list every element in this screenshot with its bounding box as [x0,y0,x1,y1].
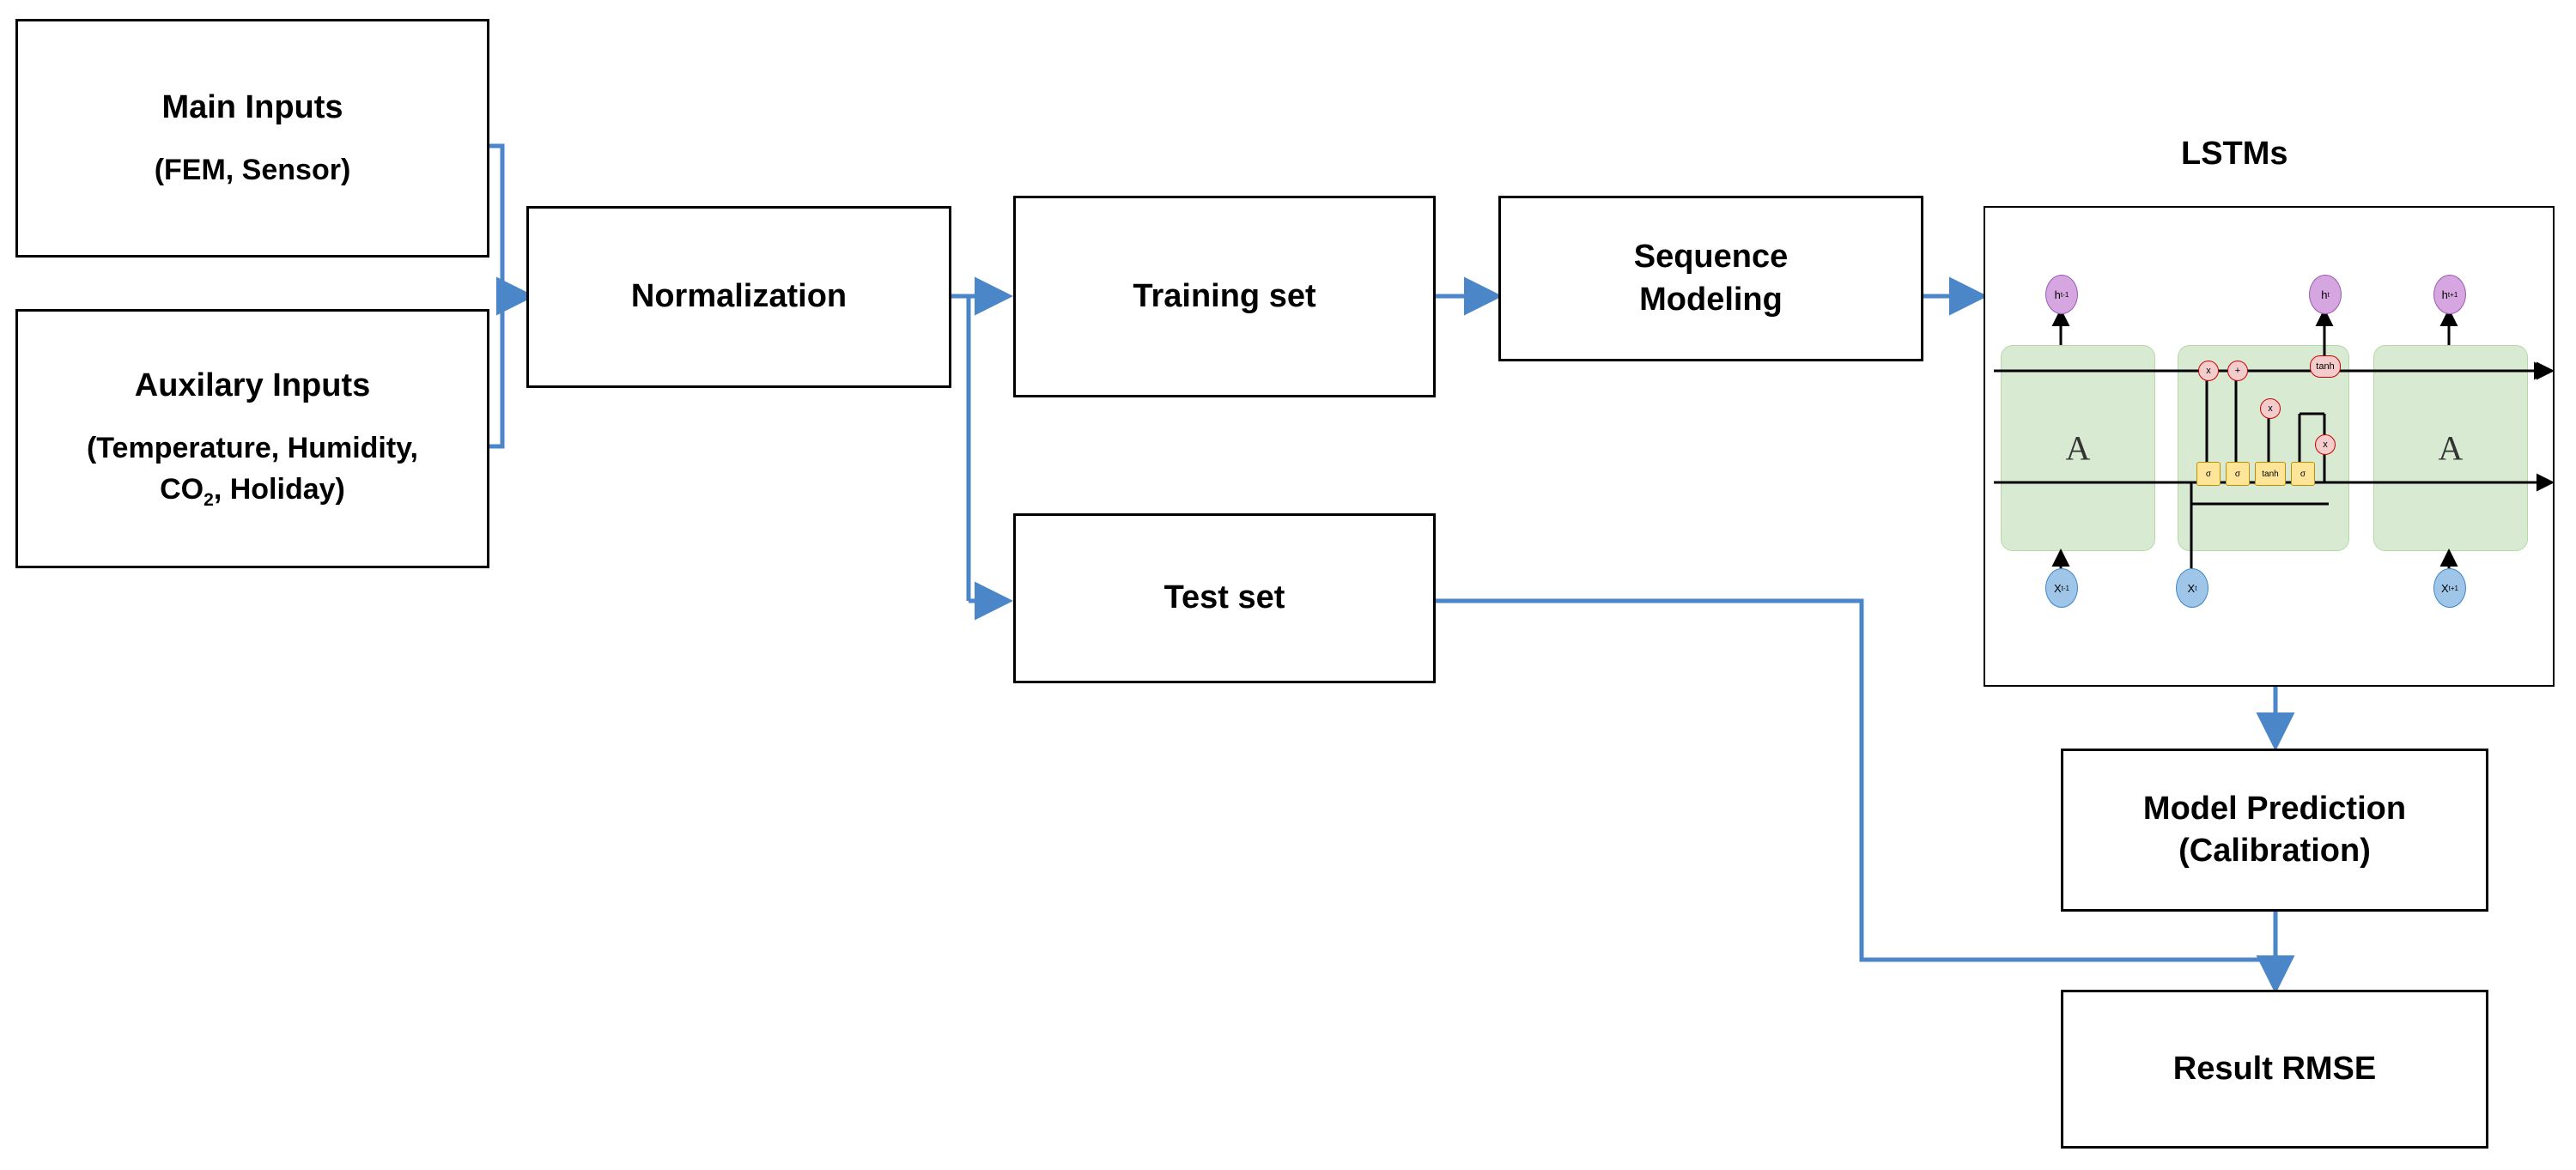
normalization-title: Normalization [630,278,848,315]
test-set-title: Test set [1163,579,1285,616]
lstm-cell-left: A [2001,345,2155,551]
lstm-diagram-container: A A [1984,206,2555,687]
lstm-gate-candidate: tanh [2255,462,2286,486]
node-main-inputs: Main Inputs (FEM, Sensor) [15,19,489,258]
lstm-gate-forget: σ [2196,462,2221,486]
result-rmse-title: Result RMSE [2172,1050,2377,1087]
x-prev-sub: t-1 [2061,584,2070,592]
h-t-label: h [2321,288,2328,301]
lstm-op-tanh: tanh [2310,355,2341,378]
lstms-label: LSTMs [2181,136,2288,172]
lstm-cell-left-letter: A [2065,428,2091,468]
holiday-label: , Holiday) [213,472,345,506]
x-prev-label: X [2053,581,2062,595]
node-normalization: Normalization [526,206,951,388]
h-t-sub: t [2327,290,2330,299]
x-t-label: X [2187,581,2196,595]
node-result-rmse: Result RMSE [2061,990,2488,1149]
lstm-gate-input: σ [2226,462,2250,486]
lstm-op-multiply-forget: x [2198,361,2219,381]
lstm-cell-right: A [2373,345,2528,551]
h-next-label: h [2441,288,2448,301]
training-set-title: Training set [1133,277,1316,314]
co2-label: CO [160,472,204,506]
model-prediction-line1: Model Prediction [2142,790,2407,827]
lstm-op-multiply-input: x [2260,398,2281,419]
co2-subscript: 2 [204,489,214,510]
node-test-set: Test set [1013,513,1436,683]
main-inputs-subtitle: (FEM, Sensor) [154,153,351,186]
node-model-prediction: Model Prediction (Calibration) [2061,749,2488,912]
x-t-sub: t [2195,584,2197,592]
auxiliary-inputs-subtitle-line1: (Temperature, Humidity, [86,431,419,464]
auxiliary-inputs-title: Auxilary Inputs [134,367,371,404]
auxiliary-inputs-subtitle-line2: CO2, Holiday) [160,470,345,512]
x-next-label: X [2440,581,2449,595]
node-auxiliary-inputs: Auxilary Inputs (Temperature, Humidity, … [15,309,489,568]
h-next-sub: t+1 [2447,290,2458,299]
node-training-set: Training set [1013,196,1436,397]
sequence-modeling-line1: Sequence [1633,239,1789,276]
x-next-sub: t+1 [2448,584,2459,592]
h-prev-sub: t-1 [2060,290,2069,299]
lstm-gate-output: σ [2291,462,2315,486]
h-prev-label: h [2054,288,2061,301]
node-sequence-modeling: Sequence Modeling [1498,196,1923,361]
lstm-cell-right-letter: A [2438,428,2464,468]
sequence-modeling-line2: Modeling [1639,281,1783,318]
lstm-op-multiply-output: x [2315,434,2336,455]
main-inputs-title: Main Inputs [161,89,343,126]
lstm-op-add: + [2227,361,2248,381]
model-prediction-line2: (Calibration) [2178,833,2371,869]
